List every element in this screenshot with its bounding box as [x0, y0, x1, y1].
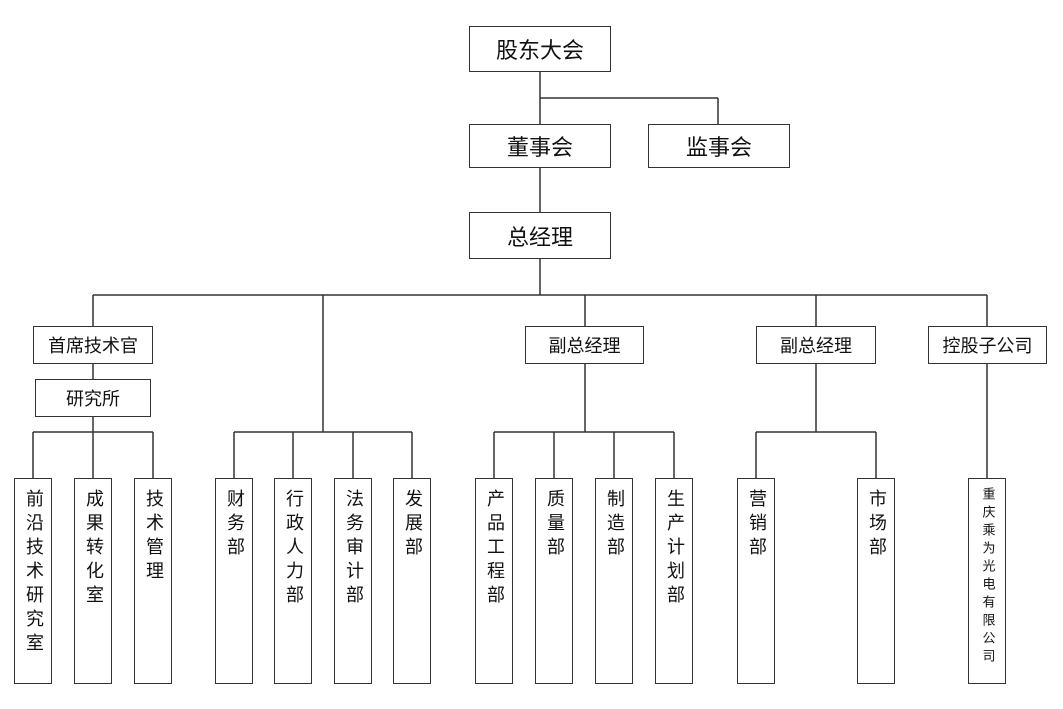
dept-label: 产品工程部 [484, 489, 505, 609]
board-of-supervisors-label: 监事会 [685, 136, 752, 161]
vice-gm-label-2: 副总经理 [780, 336, 852, 357]
dept-label: 制造部 [604, 489, 625, 561]
dept-label: 行政人力部 [283, 489, 304, 609]
general-manager-box: 总经理 [469, 212, 611, 259]
dept-label: 发展部 [402, 489, 423, 561]
general-manager-label: 总经理 [506, 225, 573, 251]
dept-label: 营销部 [746, 489, 767, 561]
vice-gm-label-1: 副总经理 [548, 336, 621, 357]
board-of-directors-box: 董事会 [469, 124, 611, 168]
dept-manufacturing: 制造部 [595, 478, 633, 684]
dept-label: 法务审计部 [343, 489, 364, 609]
dept-legal-audit: 法务审计部 [334, 478, 372, 684]
dept-label: 重庆乘为光电有限公司 [979, 487, 995, 667]
shareholders-meeting-box: 股东大会 [469, 26, 611, 72]
dept-label: 财务部 [224, 489, 245, 561]
dept-development: 发展部 [393, 478, 431, 684]
dept-subsidiary-company: 重庆乘为光电有限公司 [968, 478, 1006, 684]
shareholders-meeting-label: 股东大会 [495, 39, 584, 64]
research-institute-label: 研究所 [66, 389, 120, 410]
dept-label: 前沿技术研究室 [23, 489, 44, 657]
dept-finance: 财务部 [215, 478, 253, 684]
dept-label: 市场部 [866, 489, 887, 561]
subsidiary-head-box: 控股子公司 [928, 326, 1047, 364]
dept-product-engineering: 产品工程部 [475, 478, 513, 684]
dept-quality: 质量部 [535, 478, 573, 684]
dept-label: 成果转化室 [83, 489, 104, 609]
cto-box: 首席技术官 [33, 326, 153, 364]
dept-production-planning: 生产计划部 [655, 478, 693, 684]
dept-marketing: 营销部 [737, 478, 775, 684]
vice-gm-box-1: 副总经理 [525, 326, 644, 364]
dept-label: 质量部 [544, 489, 565, 561]
dept-label: 技术管理 [143, 489, 164, 585]
dept-frontier-tech-lab: 前沿技术研究室 [14, 478, 52, 684]
research-institute-box: 研究所 [35, 379, 151, 417]
board-of-supervisors-box: 监事会 [648, 124, 790, 168]
board-of-directors-label: 董事会 [506, 136, 573, 161]
dept-admin-hr: 行政人力部 [274, 478, 312, 684]
cto-label: 首席技术官 [48, 336, 138, 357]
vice-gm-box-2: 副总经理 [756, 326, 876, 364]
dept-tech-management: 技术管理 [134, 478, 172, 684]
dept-achievement-transfer-lab: 成果转化室 [74, 478, 112, 684]
dept-market: 市场部 [857, 478, 895, 684]
dept-label: 生产计划部 [664, 489, 685, 609]
subsidiary-head-label: 控股子公司 [942, 336, 1033, 357]
